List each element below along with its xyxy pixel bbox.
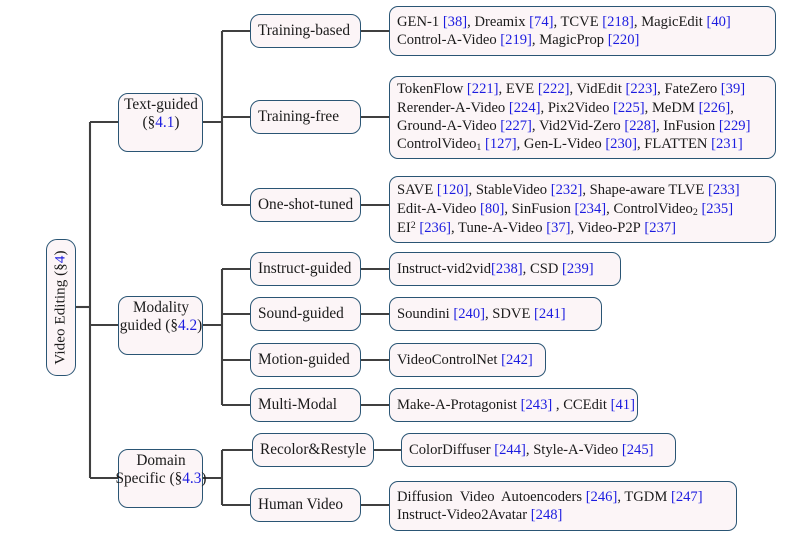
subcategory-one-shot-tuned[interactable]: One-shot-tuned <box>250 188 361 222</box>
subcategory-multi-modal-label: Multi-Modal <box>258 396 338 414</box>
methods-sound-guided[interactable]: Soundini [240], SDVE [241] <box>389 297 602 331</box>
subcategory-instruct-guided-label: Instruct-guided <box>258 260 352 278</box>
method-line: Instruct-vid2vid[238], CSD [239] <box>397 260 594 277</box>
method-line: Ground-A-Video [227], Vid2Vid-Zero [228]… <box>397 117 751 134</box>
subcategory-recolor-restyle[interactable]: Recolor&Restyle <box>252 433 374 467</box>
subcategory-training-free[interactable]: Training-free <box>250 100 361 134</box>
method-line: Edit-A-Video [80], SinFusion [234], Cont… <box>397 200 734 218</box>
method-line: EI2 [236], Tune-A-Video [37], Video-P2P … <box>397 220 677 237</box>
subcategory-training-free-label: Training-free <box>258 108 339 126</box>
methods-one-shot-tuned[interactable]: SAVE [120], StableVideo [232], Shape-awa… <box>389 176 776 243</box>
category-modality-guided-line1: Modality <box>132 299 190 316</box>
method-line: Rerender-A-Video [224], Pix2Video [225],… <box>397 99 734 116</box>
methods-instruct-guided[interactable]: Instruct-vid2vid[238], CSD [239] <box>389 252 621 286</box>
methods-training-based[interactable]: GEN-1 [38], Dreamix [74], TCVE [218], Ma… <box>389 6 776 56</box>
methods-human-video[interactable]: Diffusion Video Autoencoders [246], TGDM… <box>389 481 737 531</box>
subcategory-human-video-label: Human Video <box>258 496 344 514</box>
methods-recolor-restyle[interactable]: ColorDiffuser [244], Style-A-Video [245] <box>401 433 676 467</box>
root-node-label: Video Editing (§4) <box>52 250 69 365</box>
subcategory-motion-guided-label: Motion-guided <box>258 351 350 369</box>
category-domain-specific-line1: Domain <box>136 452 186 469</box>
method-line: TokenFlow [221], EVE [222], VidEdit [223… <box>397 81 746 98</box>
subcategory-human-video[interactable]: Human Video <box>250 488 361 522</box>
method-line: VideoControlNet [242] <box>397 351 533 368</box>
subcategory-recolor-restyle-label: Recolor&Restyle <box>260 441 367 459</box>
method-line: SAVE [120], StableVideo [232], Shape-awa… <box>397 182 740 199</box>
root-node-video-editing[interactable]: Video Editing (§4) <box>46 239 76 376</box>
category-text-guided-line2: (§4.1) <box>142 114 180 132</box>
subcategory-one-shot-tuned-label: One-shot-tuned <box>258 196 354 214</box>
subcategory-training-based[interactable]: Training-based <box>250 14 361 48</box>
subcategory-sound-guided[interactable]: Sound-guided <box>250 297 361 331</box>
method-line: GEN-1 [38], Dreamix [74], TCVE [218], Ma… <box>397 13 731 30</box>
subcategory-training-based-label: Training-based <box>258 22 351 40</box>
category-text-guided-line1: Text-guided <box>124 96 198 113</box>
method-line: Instruct-Video2Avatar [248] <box>397 507 563 523</box>
subcategory-multi-modal[interactable]: Multi-Modal <box>250 388 361 422</box>
subcategory-motion-guided[interactable]: Motion-guided <box>250 343 361 377</box>
subcategory-sound-guided-label: Sound-guided <box>258 305 344 323</box>
method-line: Control-A-Video [219], MagicProp [220] <box>397 32 640 48</box>
methods-multi-modal[interactable]: Make-A-Protagonist [243] , CCEdit [41] <box>389 388 638 422</box>
category-modality-guided[interactable]: Modality guided (§4.2) <box>118 296 203 355</box>
methods-motion-guided[interactable]: VideoControlNet [242] <box>389 343 546 377</box>
category-domain-specific-line2: Specific (§4.3) <box>115 470 207 488</box>
method-line: Diffusion Video Autoencoders [246], TGDM… <box>397 488 703 505</box>
method-line: ColorDiffuser [244], Style-A-Video [245] <box>409 441 654 458</box>
category-modality-guided-line2: guided (§4.2) <box>119 317 203 335</box>
method-line: ControlVideo1 [127], Gen-L-Video [230], … <box>397 136 743 154</box>
methods-training-free[interactable]: TokenFlow [221], EVE [222], VidEdit [223… <box>389 76 776 159</box>
category-text-guided[interactable]: Text-guided (§4.1) <box>118 93 203 152</box>
method-line: Make-A-Protagonist [243] , CCEdit [41] <box>397 396 635 413</box>
subcategory-instruct-guided[interactable]: Instruct-guided <box>250 252 361 286</box>
category-domain-specific[interactable]: Domain Specific (§4.3) <box>116 449 206 508</box>
method-line: Soundini [240], SDVE [241] <box>397 305 566 322</box>
